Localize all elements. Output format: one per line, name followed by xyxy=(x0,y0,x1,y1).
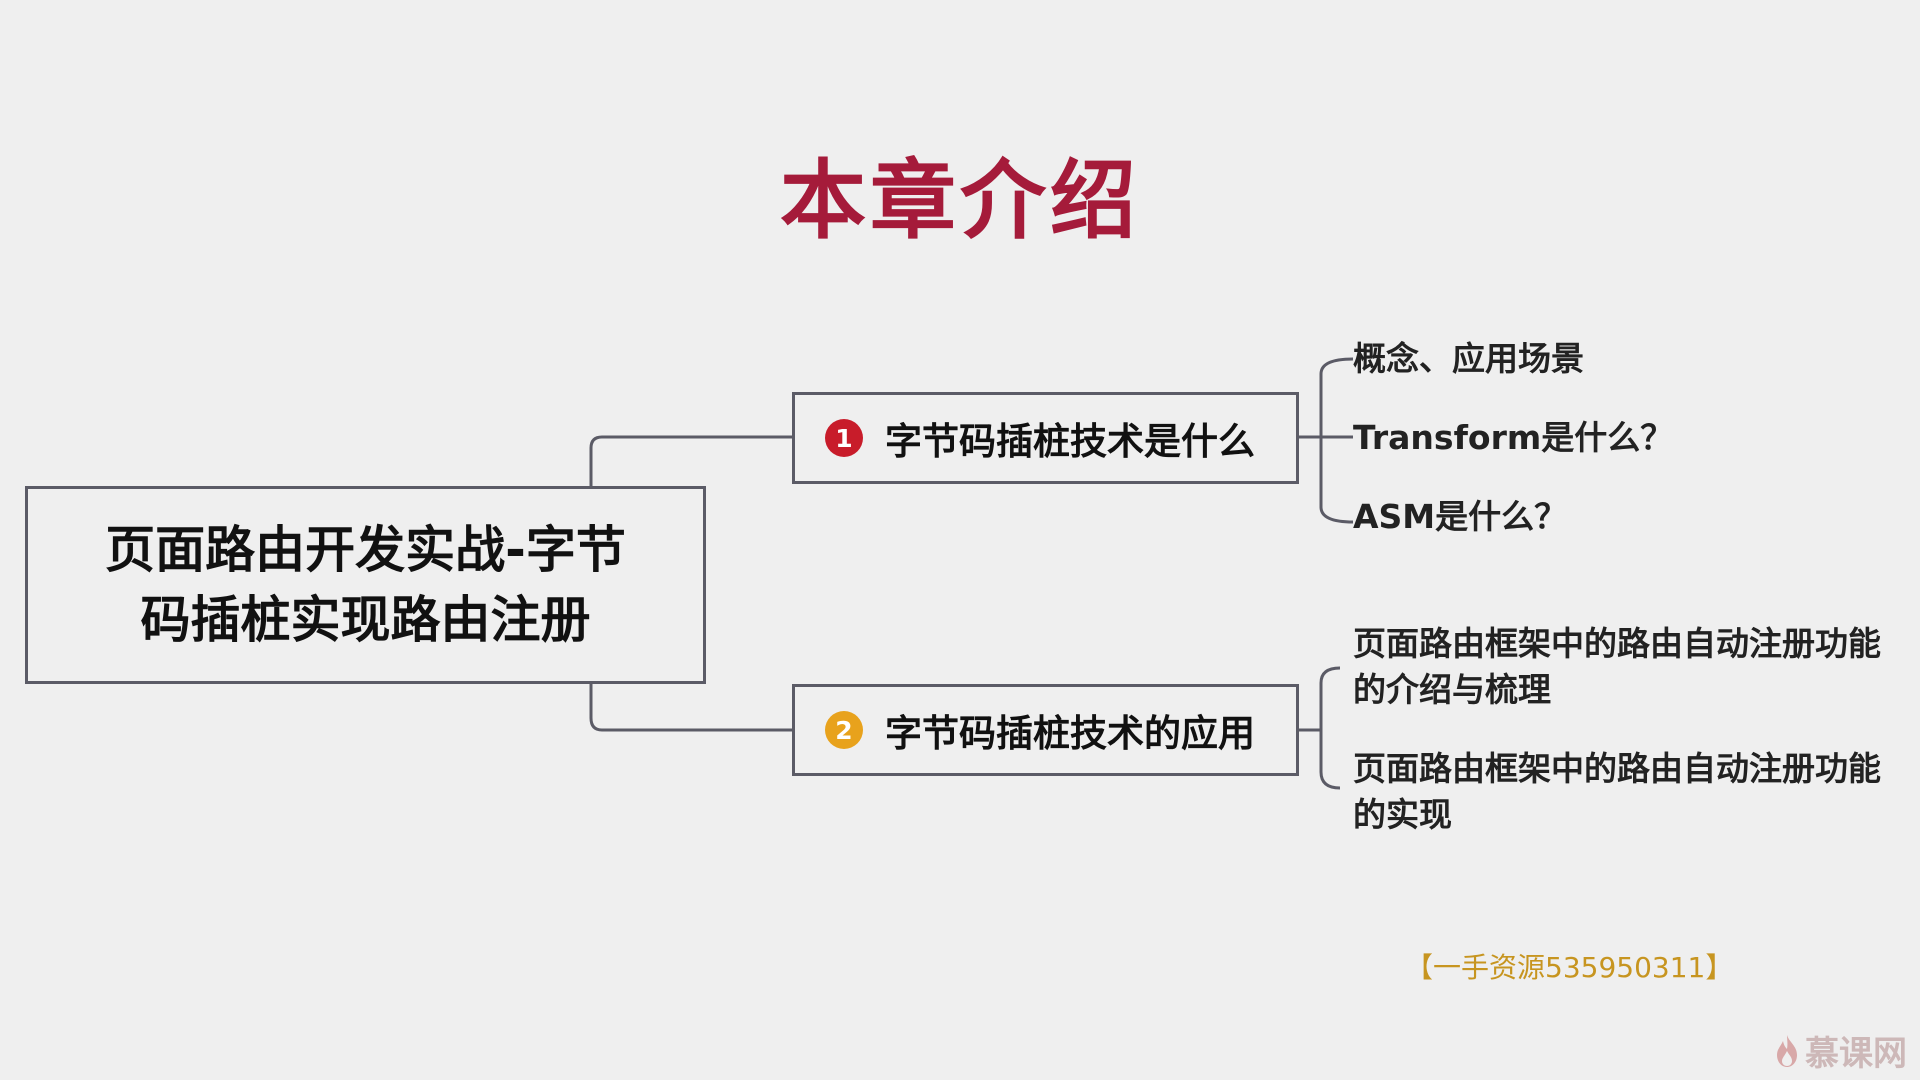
root-node-label: 页面路由开发实战-字节码插桩实现路由注册 xyxy=(105,521,626,649)
number-badge-1: 1 xyxy=(825,419,863,457)
watermark-text: 【一手资源535950311】 xyxy=(1405,951,1734,984)
slide-title: 本章介绍 xyxy=(780,151,1140,251)
brand-logo: 慕课网 xyxy=(1773,1026,1907,1075)
leaf-node-1-1: 概念、应用场景 xyxy=(1353,339,1584,378)
branch-node-1: 1 字节码插桩技术是什么 xyxy=(792,392,1299,484)
leaf-node-2-1: 页面路由框架中的路由自动注册功能的介绍与梳理 xyxy=(1353,624,1881,709)
branch-node-1-label: 字节码插桩技术是什么 xyxy=(885,420,1255,463)
leaf-node-1-3: ASM是什么？ xyxy=(1353,497,1568,536)
connector-branch-2-leaves xyxy=(1299,666,1341,790)
connector-root-branch-1 xyxy=(589,435,792,486)
flame-icon xyxy=(1777,1034,1797,1067)
branch-node-2-label: 字节码插桩技术的应用 xyxy=(885,712,1255,755)
leaf-node-2-2: 页面路由框架中的路由自动注册功能的实现 xyxy=(1353,749,1881,834)
branch-node-2: 2 字节码插桩技术的应用 xyxy=(792,684,1299,776)
root-node: 页面路由开发实战-字节码插桩实现路由注册 xyxy=(25,486,706,684)
leaf-node-1-2: Transform是什么？ xyxy=(1353,418,1674,457)
connector-branch-1-leaves xyxy=(1299,357,1354,524)
brand-logo-text: 慕课网 xyxy=(1805,1034,1907,1074)
number-badge-2: 2 xyxy=(825,711,863,749)
connector-root-branch-2 xyxy=(589,684,792,732)
